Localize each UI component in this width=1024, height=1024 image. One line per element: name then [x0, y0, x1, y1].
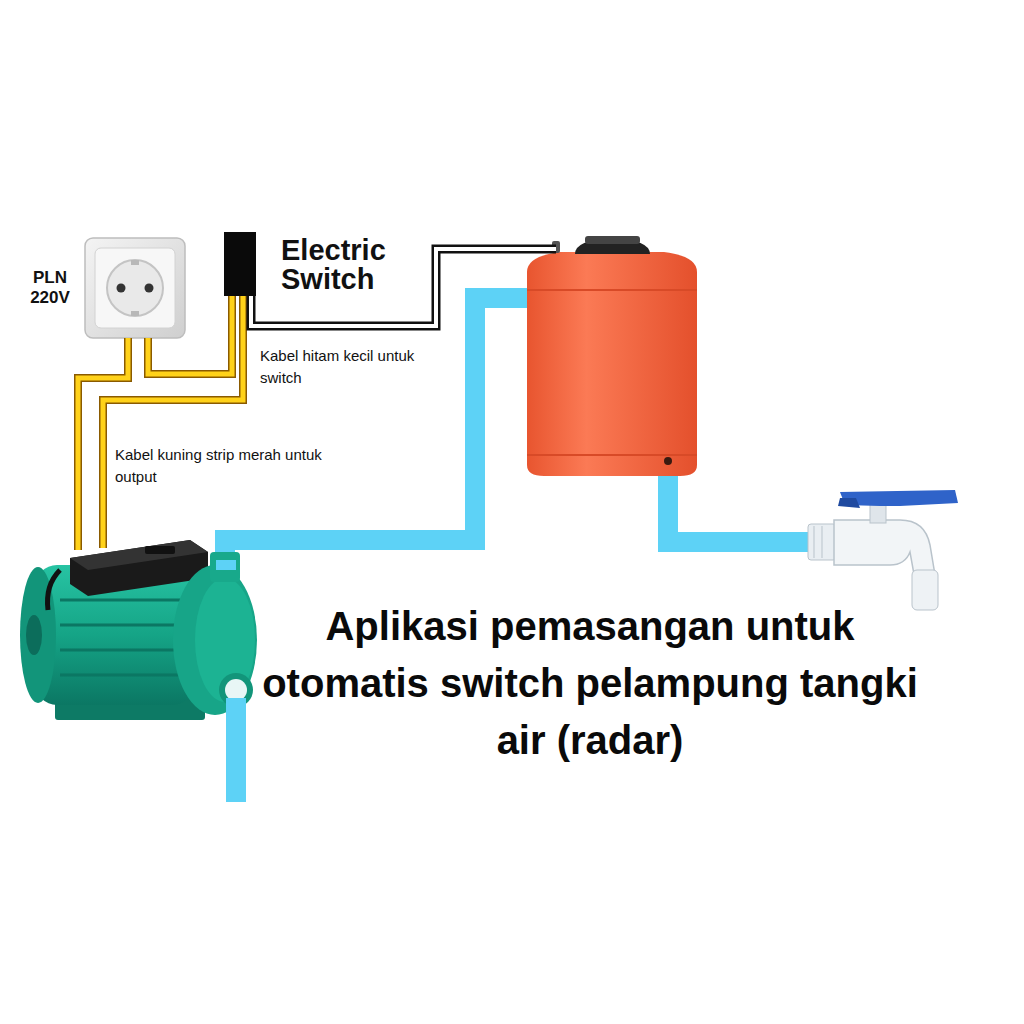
voltage-label: PLN 220V: [22, 268, 78, 308]
water-tank: [527, 236, 697, 476]
water-pipes: [225, 298, 815, 565]
inlet-pipe: [226, 698, 246, 802]
power-wires: [78, 294, 243, 550]
wire-note: Kabel hitam kecil untuk switch: [260, 345, 420, 389]
outlet-stub: [216, 560, 236, 570]
wire-note: Kabel kuning strip merah untuk output: [115, 444, 330, 488]
diagram-title: Aplikasi pemasangan untuk otomatis switc…: [262, 598, 918, 769]
water-pump: [20, 540, 257, 720]
component-label: Electric Switch: [281, 236, 421, 294]
wall-socket: [85, 238, 185, 338]
faucet: [808, 490, 958, 610]
electric-switch-box: [224, 232, 256, 296]
